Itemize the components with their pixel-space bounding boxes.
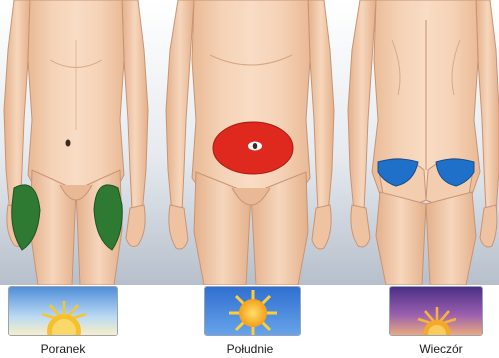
morning-tile: [8, 286, 118, 336]
evening-label: Wieczór: [396, 342, 486, 356]
body-figures-illustration: [0, 0, 499, 285]
morning-label: Poranek: [18, 342, 108, 356]
noon-tile: [204, 286, 301, 336]
sunset-icon: [390, 287, 483, 336]
noon-label: Południe: [198, 342, 302, 356]
evening-tile: [389, 286, 483, 336]
sunrise-icon: [9, 287, 118, 336]
navel: [253, 143, 258, 149]
midday-sun-icon: [205, 287, 301, 336]
